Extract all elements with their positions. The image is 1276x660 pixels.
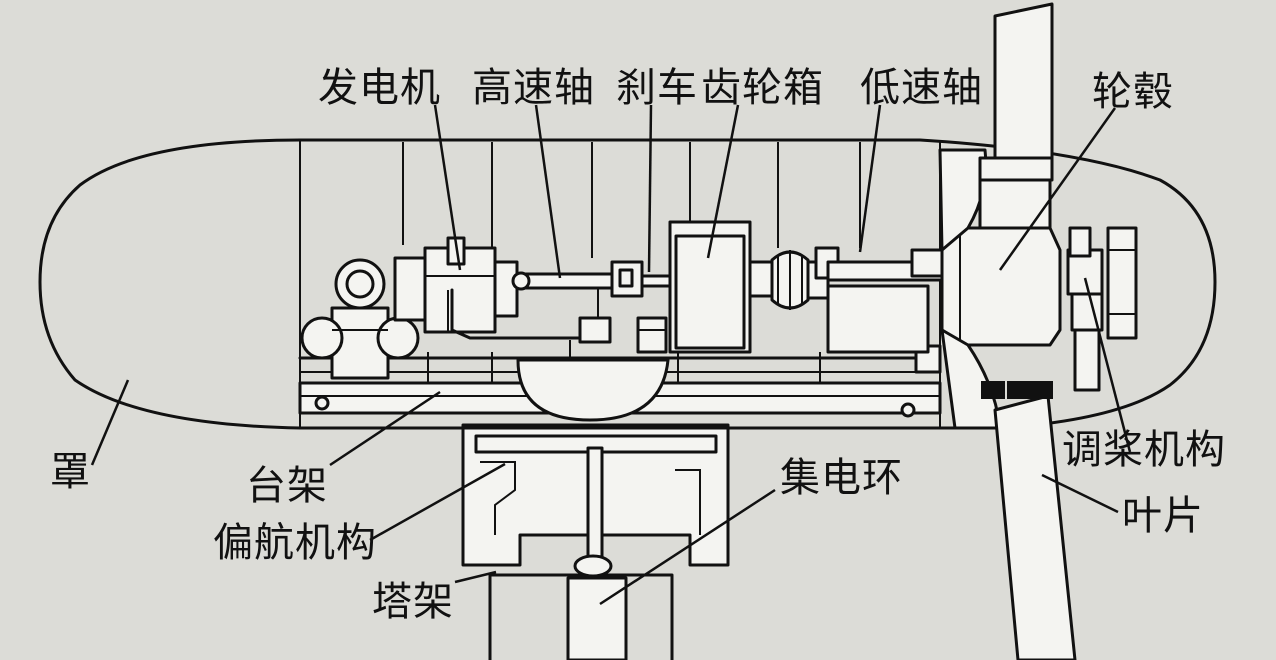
coupling <box>748 250 810 310</box>
pitch-mechanism <box>1066 226 1138 392</box>
tower <box>488 573 674 660</box>
label-high-speed-shaft: 高速轴 <box>472 65 595 111</box>
label-tower: 塔架 <box>372 579 454 625</box>
yaw-housing <box>461 423 730 578</box>
label-yaw-mechanism: 偏航机构 <box>213 520 377 566</box>
leader-lines <box>90 104 1132 606</box>
yaw-motor <box>300 258 420 380</box>
label-blade: 叶片 <box>1122 493 1204 539</box>
label-brake: 刹车 <box>616 65 698 111</box>
blade-upper <box>978 2 1054 230</box>
label-hub: 轮毂 <box>1092 69 1174 115</box>
low-speed-shaft <box>806 246 948 354</box>
label-cover: 罩 <box>50 449 91 495</box>
label-low-speed-shaft: 低速轴 <box>860 65 983 111</box>
high-speed-shaft <box>511 260 672 354</box>
label-bedplate: 台架 <box>246 463 328 509</box>
generator <box>393 236 612 340</box>
blade-lower <box>981 381 1077 660</box>
label-generator: 发电机 <box>318 65 441 111</box>
label-pitch-mechanism: 调桨机构 <box>1062 427 1226 473</box>
label-gearbox: 齿轮箱 <box>701 65 824 111</box>
gearbox <box>668 220 752 354</box>
label-slip-ring: 集电环 <box>780 455 903 501</box>
hub <box>938 148 1062 430</box>
nacelle-cover <box>38 138 1217 430</box>
